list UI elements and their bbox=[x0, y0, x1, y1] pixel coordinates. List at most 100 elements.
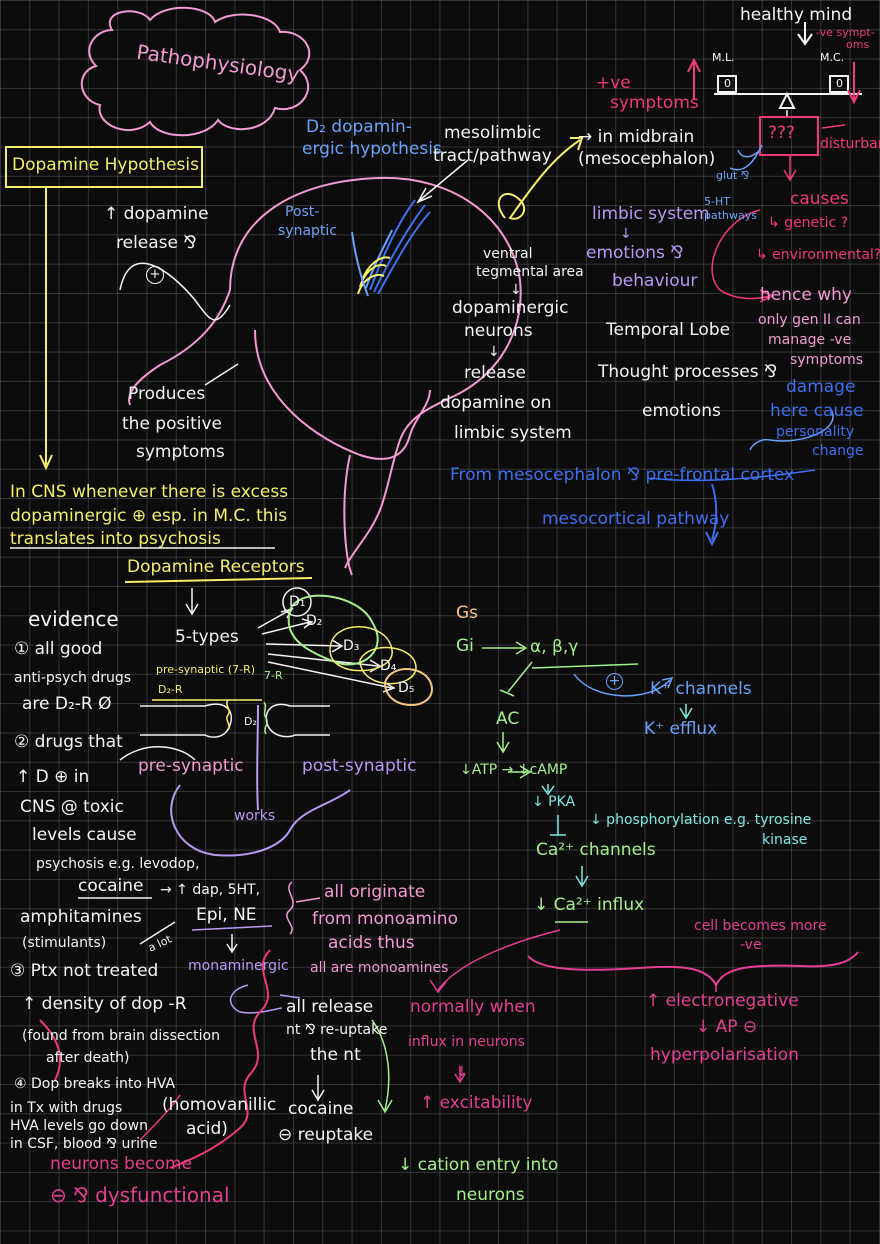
more-negative-1: cell becomes more bbox=[694, 918, 827, 934]
evidence-4-line-2: in Tx with drugs bbox=[10, 1100, 123, 1116]
evidence-4-line-1: ④ Dop breaks into HVA bbox=[14, 1076, 176, 1092]
limbic-2: emotions ⅋ bbox=[586, 243, 684, 263]
alot-arrow bbox=[139, 921, 176, 945]
d2-synapse-label: D₂ bbox=[244, 715, 257, 728]
evidence-3-line-3: (found from brain dissection bbox=[22, 1028, 220, 1044]
normally-2: influx in neurons bbox=[408, 1034, 525, 1050]
hypothesis-box bbox=[5, 146, 203, 188]
positive-symptoms-2: symptoms bbox=[610, 93, 699, 113]
green-reuptake-arrow bbox=[371, 1019, 393, 1114]
mesocortical-arrow bbox=[705, 483, 719, 547]
cocaine-reuptake-1: cocaine bbox=[288, 1099, 354, 1119]
mesolimbic-2: tract/pathway bbox=[433, 146, 552, 166]
neurons-line-1: neurons become bbox=[50, 1154, 193, 1174]
electro-3: hyperpolarisation bbox=[650, 1045, 799, 1065]
originate-line-1: all originate bbox=[324, 882, 426, 902]
hva-line-1: (homovanillic bbox=[162, 1095, 277, 1115]
normally-4: ↑ excitability bbox=[420, 1093, 533, 1113]
midbrain-1: → in midbrain bbox=[578, 127, 695, 147]
disturbance-label: disturbance bbox=[820, 136, 880, 152]
d3-label: D₃ bbox=[343, 638, 360, 654]
release-line-2: nt ⅋ re-uptake bbox=[286, 1022, 388, 1038]
release-arrow bbox=[279, 994, 301, 999]
d3-blob bbox=[329, 626, 393, 672]
causes-2: ↳ genetic ? bbox=[768, 215, 849, 231]
hence-2: only gen II can bbox=[758, 312, 861, 328]
mc-label: M.C. bbox=[820, 51, 845, 64]
neurons-line-2: ⊖ ⅋ dysfunctional bbox=[50, 1183, 230, 1207]
presynaptic-7r-label: pre-synaptic (7-R) bbox=[156, 663, 256, 676]
synapse-drawing bbox=[119, 703, 330, 761]
vta-1: ventral bbox=[483, 246, 533, 262]
more-negative-2: -ve bbox=[740, 937, 762, 953]
glut-to-qqq bbox=[729, 144, 763, 171]
epi-ne-label: Epi, NE bbox=[196, 905, 257, 925]
cation-1: ↓ cation entry into bbox=[398, 1155, 559, 1175]
electro-1: ↑ electronegative bbox=[646, 991, 799, 1011]
originate-arrow bbox=[295, 897, 321, 903]
receptors-heading: Dopamine Receptors bbox=[127, 557, 305, 577]
cocaine-down-arrow bbox=[311, 1075, 325, 1102]
receptors-down-arrow bbox=[185, 588, 199, 616]
release-line-3: the nt bbox=[310, 1045, 361, 1065]
receptors-underline bbox=[124, 577, 313, 583]
vta-to-midbrain-arrow bbox=[497, 137, 584, 220]
damage-2: here cause bbox=[770, 401, 864, 421]
limbic-arrow: ↓ bbox=[620, 226, 632, 242]
d5-label: D₅ bbox=[398, 680, 415, 696]
signal-arrows-cyan bbox=[541, 704, 693, 888]
causes-3: ↳ environmental? bbox=[756, 247, 880, 263]
cation-2: neurons bbox=[456, 1185, 525, 1205]
phos-1: ↓ phosphorylation e.g. tyrosine bbox=[590, 812, 812, 828]
gi-subunit-arc bbox=[573, 673, 674, 697]
cocaine-reuptake-2: ⊖ reuptake bbox=[278, 1125, 374, 1145]
limbic-3: behaviour bbox=[612, 271, 698, 291]
plus-circle: + bbox=[606, 673, 623, 690]
evidence-2-line-5: psychosis e.g. levodop, bbox=[36, 856, 200, 872]
dopamine-release-2: release ⅋ bbox=[116, 233, 197, 253]
evidence-1-line-2: anti-psych drugs bbox=[14, 670, 132, 686]
damage-3: personality bbox=[776, 424, 855, 440]
hence-3: manage -ve bbox=[768, 332, 852, 348]
d5-blob bbox=[383, 668, 434, 706]
ca-influx-label: ↓ Ca²⁺ influx bbox=[534, 895, 645, 915]
k-channels-label: K⁺ channels bbox=[650, 679, 752, 699]
ve-symptoms-2: oms bbox=[846, 38, 870, 51]
temporal-1: Temporal Lobe bbox=[606, 320, 731, 340]
cns-text-1: In CNS whenever there is excess bbox=[10, 482, 289, 502]
positive-symptom-arrow bbox=[687, 57, 701, 100]
electro-2: ↓ AP ⊖ bbox=[696, 1017, 758, 1037]
originate-line-4: all are monoamines bbox=[310, 960, 449, 976]
d2-label: D₂ bbox=[306, 613, 323, 629]
cns-text-3: translates into psychosis bbox=[10, 529, 221, 549]
signal-arrows bbox=[482, 641, 533, 779]
evidence-2-line-3: CNS @ toxic bbox=[20, 797, 124, 817]
causes-1: causes bbox=[790, 189, 849, 209]
d2-r-label: D₂-R bbox=[158, 683, 183, 696]
post-synaptic-1: Post- bbox=[285, 204, 320, 220]
normally-3: ↓ bbox=[456, 1064, 468, 1080]
more-negative-brace bbox=[527, 951, 859, 988]
red-wave bbox=[39, 949, 271, 1169]
damage-4: change bbox=[812, 443, 864, 459]
glut-label: glut ⅋ bbox=[716, 169, 750, 182]
damage-1: damage bbox=[786, 377, 856, 397]
epi-underline bbox=[191, 925, 273, 931]
d4-label: D₄ bbox=[380, 658, 397, 674]
gs-label: Gs bbox=[456, 603, 479, 623]
dopamine-hypothesis-label: Dopamine Hypothesis bbox=[12, 155, 199, 175]
d2-hypothesis-2: ergic hypothesis bbox=[302, 139, 442, 159]
pre-post-loop bbox=[170, 704, 351, 857]
prefrontal-underline bbox=[649, 469, 816, 482]
evidence-3-line-4: after death) bbox=[46, 1050, 130, 1066]
neck-outline bbox=[343, 454, 353, 576]
excitability-arrow bbox=[454, 1066, 466, 1084]
cocaine-label: cocaine bbox=[78, 876, 144, 896]
vta-6: dopamine on bbox=[440, 393, 552, 413]
vta-3: dopaminergic bbox=[452, 298, 569, 318]
d2-hypothesis-1: D₂ dopamin- bbox=[306, 117, 412, 137]
ve-symptoms-1: -ve sympt- bbox=[816, 26, 875, 39]
presynaptic-text: pre-synaptic bbox=[138, 756, 244, 776]
mesolimbic-pathway-strokes bbox=[351, 199, 431, 297]
phos-2: kinase bbox=[762, 832, 808, 848]
